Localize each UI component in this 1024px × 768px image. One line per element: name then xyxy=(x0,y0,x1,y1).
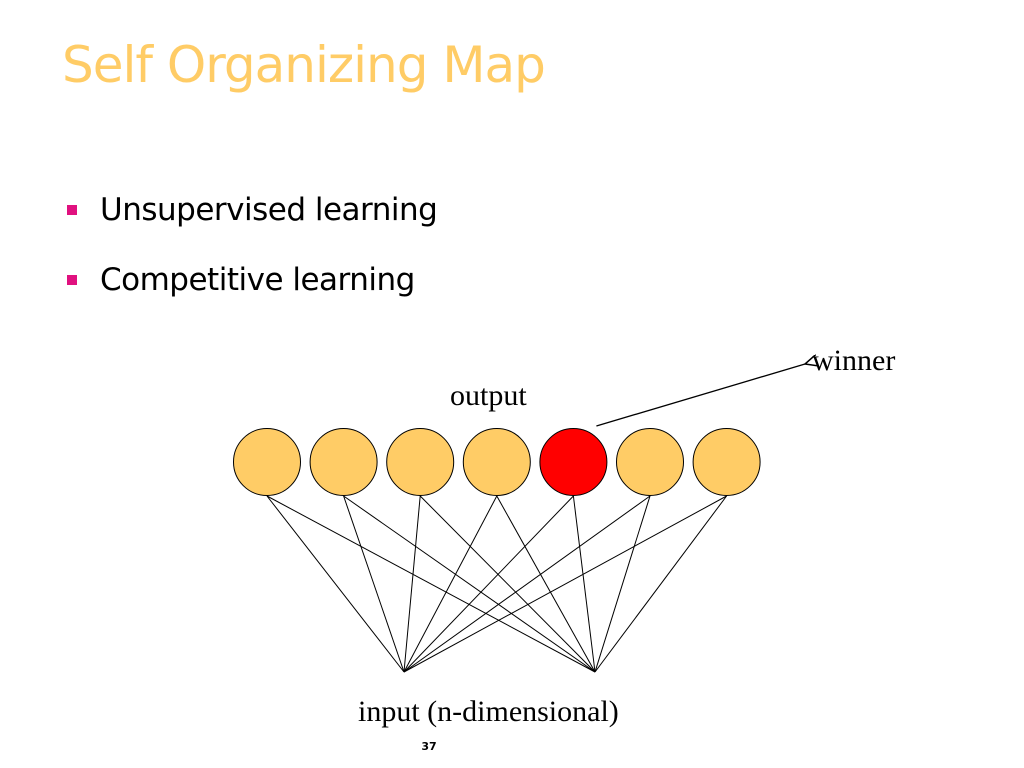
connection-line xyxy=(403,495,574,673)
connection-line xyxy=(266,495,596,673)
connection-line xyxy=(403,495,651,673)
square-bullet-icon xyxy=(67,275,77,285)
connection-line xyxy=(594,495,651,673)
bullet-text: Unsupervised learning xyxy=(100,192,438,228)
square-bullet-icon xyxy=(67,205,77,215)
output-node xyxy=(309,428,378,496)
output-node xyxy=(616,428,684,496)
winner-arrow xyxy=(596,364,805,427)
connection-line xyxy=(403,495,727,673)
bullet-text: Competitive learning xyxy=(100,262,415,298)
output-node xyxy=(233,428,301,496)
connection-line xyxy=(343,495,596,673)
output-node xyxy=(386,428,455,496)
connection-line xyxy=(572,495,596,673)
input-label: input (n-dimensional) xyxy=(358,695,619,728)
connection-line xyxy=(403,495,498,673)
winner-label: winner xyxy=(812,344,895,377)
page-number: 37 xyxy=(421,740,437,753)
connection-line xyxy=(594,495,728,673)
slide-title: Self Organizing Map xyxy=(62,36,546,94)
winner-output-node xyxy=(539,428,608,496)
output-node xyxy=(462,428,531,496)
connection-line xyxy=(343,495,405,673)
output-label: output xyxy=(450,379,527,412)
bullet-item: Unsupervised learning xyxy=(64,192,438,262)
output-layer xyxy=(233,428,761,496)
connection-line xyxy=(403,495,421,673)
output-node xyxy=(692,428,761,496)
connection-line xyxy=(419,495,596,673)
connection-line xyxy=(496,495,596,673)
connection-lines xyxy=(266,495,728,673)
bullet-list: Unsupervised learning Competitive learni… xyxy=(64,192,438,332)
bullet-item: Competitive learning xyxy=(64,262,437,332)
connection-line xyxy=(266,495,405,673)
